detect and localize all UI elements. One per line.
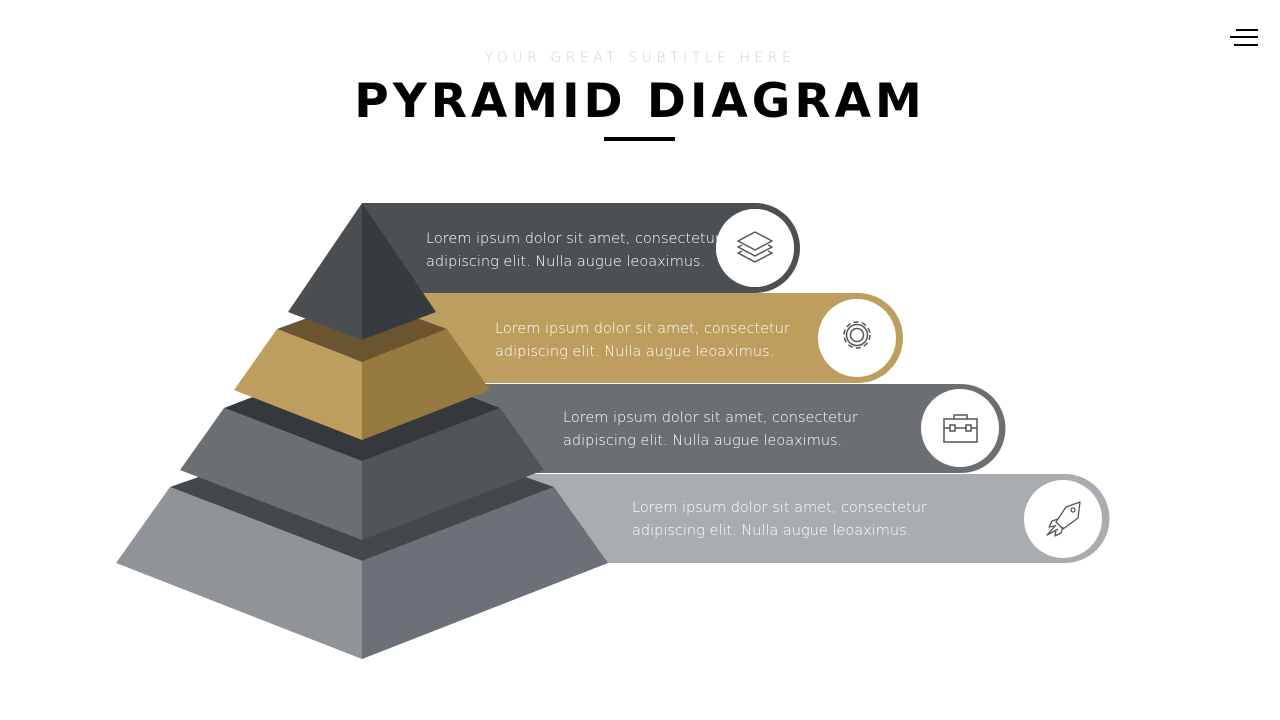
pyramid-tier-1 [288, 203, 436, 340]
tier-1-line-2: adipiscing elit. Nulla augue leoaximus. [426, 254, 706, 270]
tier-2-line-1: Lorem ipsum dolor sit amet, consectetur [495, 321, 790, 337]
tier-1-text: Lorem ipsum dolor sit amet, consectetur … [426, 228, 721, 274]
tier-bar-1 [362, 203, 800, 293]
tier-1-line-1: Lorem ipsum dolor sit amet, consectetur [426, 231, 721, 247]
tier-4-text: Lorem ipsum dolor sit amet, consectetur … [632, 497, 927, 543]
briefcase-icon [943, 414, 978, 443]
icon-circle-1 [716, 209, 794, 287]
rocket-icon [1046, 501, 1081, 537]
tier-4-line-1: Lorem ipsum dolor sit amet, consectetur [632, 500, 927, 516]
subtitle: YOUR GREAT SUBTITLE HERE [484, 50, 796, 66]
icon-circle-4 [1024, 480, 1102, 558]
tier-2-line-2: adipiscing elit. Nulla augue leoaximus. [495, 344, 775, 360]
gear-icon [843, 321, 871, 349]
hamburger-menu-icon[interactable] [1230, 26, 1260, 48]
tier-3-text: Lorem ipsum dolor sit amet, consectetur … [563, 407, 858, 453]
tier-bar-2 [362, 293, 903, 383]
page-title: PYRAMID DIAGRAM [354, 74, 926, 129]
tier-4-line-2: adipiscing elit. Nulla augue leoaximus. [632, 523, 912, 539]
tier-3-line-1: Lorem ipsum dolor sit amet, consectetur [563, 410, 858, 426]
icon-circle-2 [818, 299, 896, 377]
tier-3-line-2: adipiscing elit. Nulla augue leoaximus. [563, 433, 843, 449]
title-underline [604, 137, 675, 141]
tier-2-text: Lorem ipsum dolor sit amet, consectetur … [495, 318, 790, 364]
